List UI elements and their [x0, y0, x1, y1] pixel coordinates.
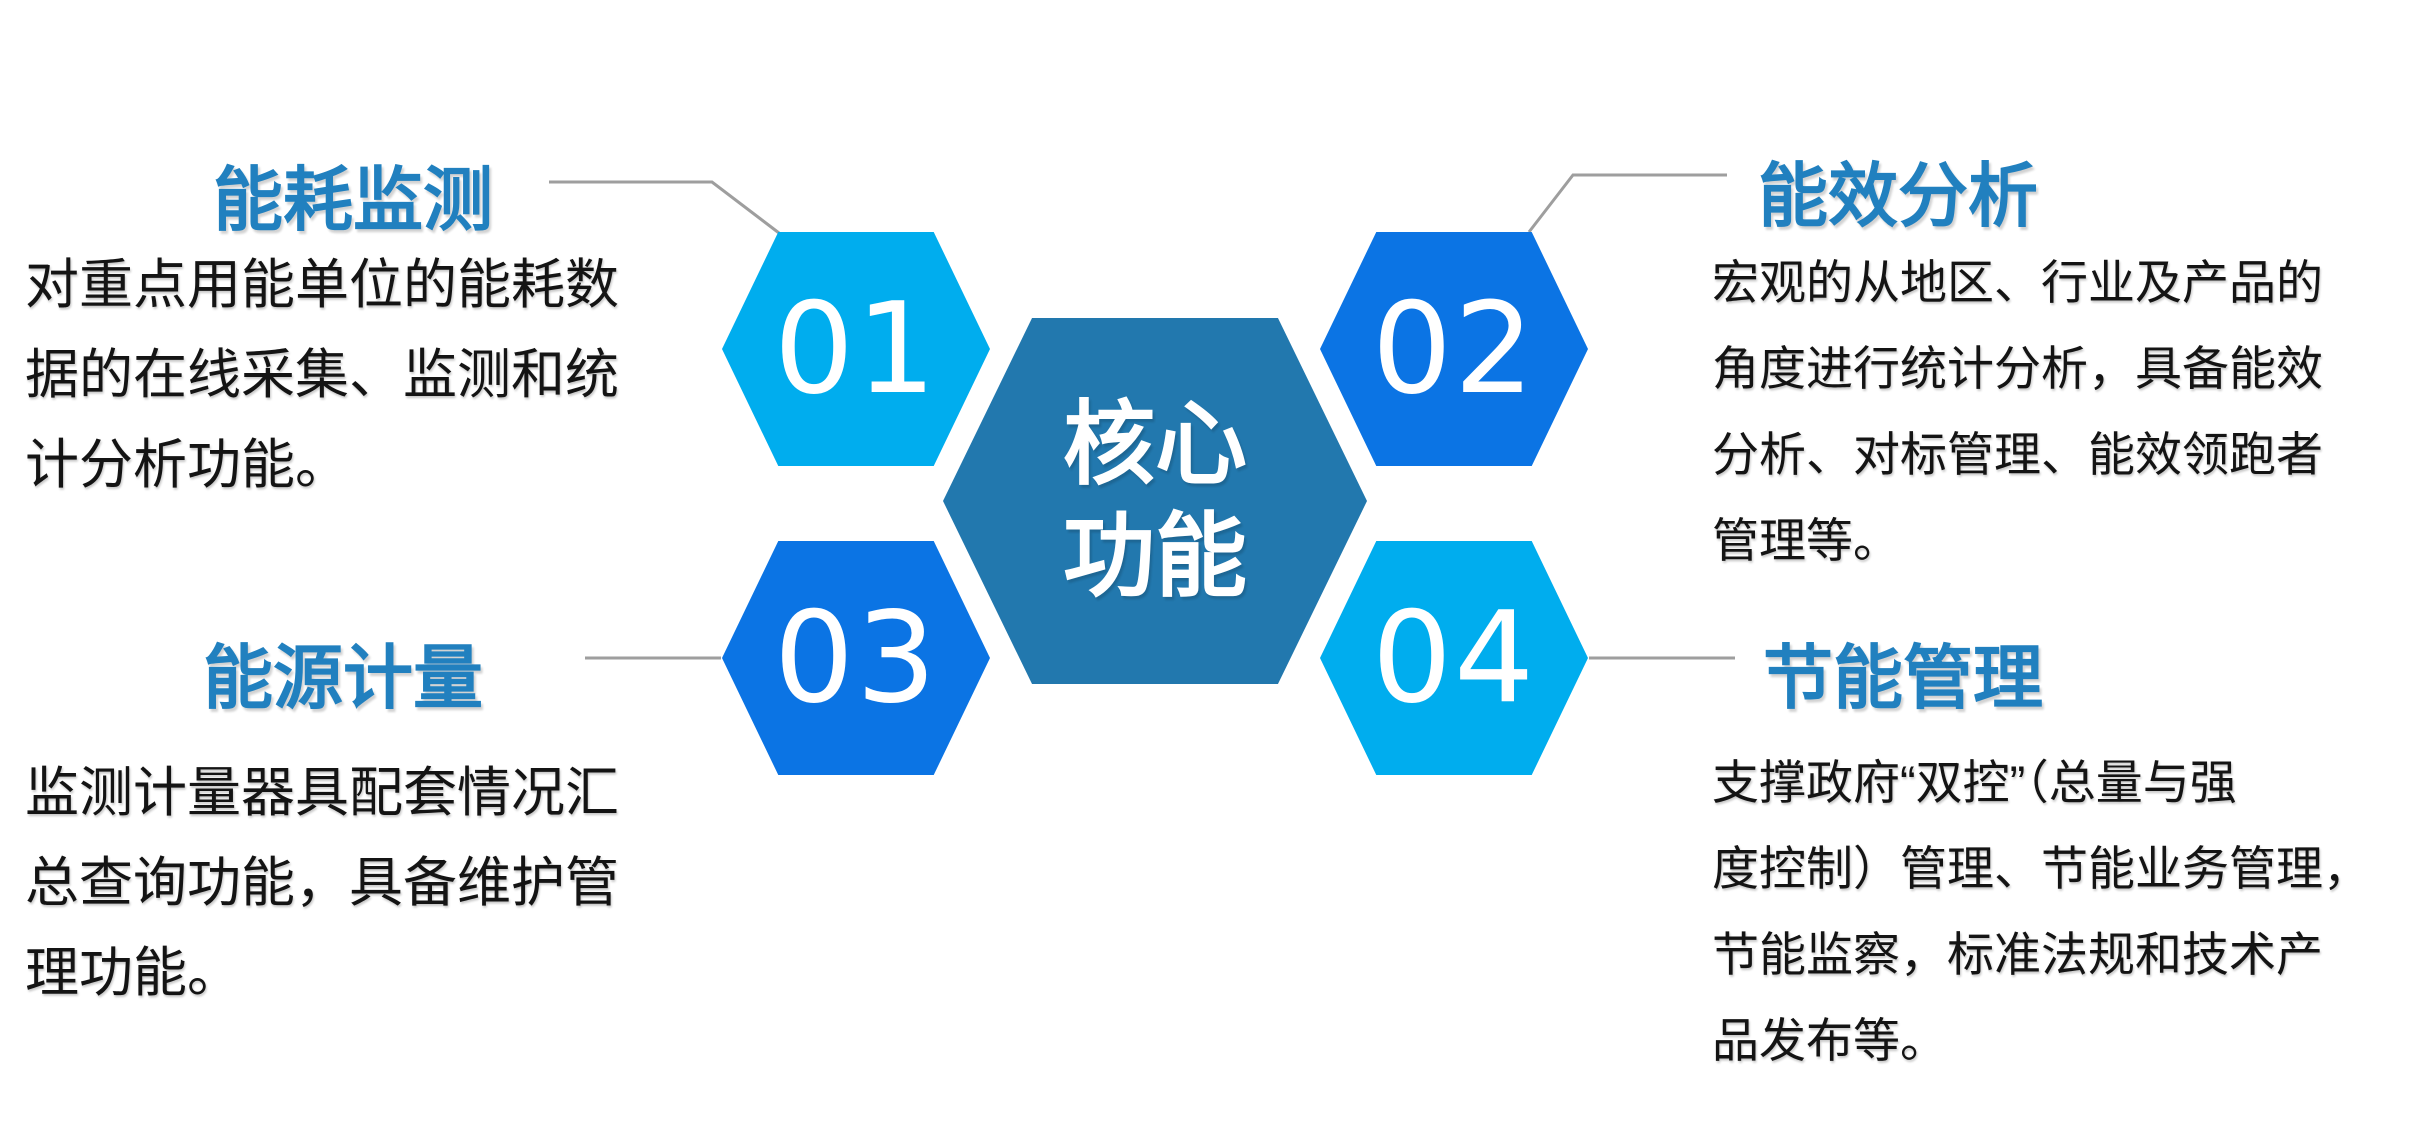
desc-line: 度控制）管理、节能业务管理， — [1712, 842, 2370, 895]
hexagon-03-number: 03 — [773, 584, 939, 731]
hexagon-03: 03 — [722, 541, 990, 775]
core-label-line1: 核心 — [1062, 393, 1247, 496]
section-desc-energy-monitoring: 对重点用能单位的能耗数 据的在线采集、监测和统 计分析功能。 — [25, 240, 619, 510]
hexagon-02: 02 — [1320, 232, 1588, 466]
hexagon-04-number: 04 — [1371, 584, 1537, 731]
desc-line: 计分析功能。 — [25, 435, 349, 495]
core-label-line2: 功能 — [1062, 506, 1247, 608]
desc-line: 监测计量器具配套情况汇 — [25, 763, 619, 823]
desc-line: 支撑政府“双控”（总量与强 — [1712, 756, 2237, 809]
connector-top-left — [549, 180, 780, 235]
hexagon-01: 01 — [722, 232, 990, 466]
desc-line: 宏观的从地区、行业及产品的 — [1712, 256, 2323, 309]
desc-line: 节能监察，标准法规和技术产 — [1712, 928, 2323, 981]
section-desc-energy-metering: 监测计量器具配套情况汇 总查询功能，具备维护管 理功能。 — [25, 748, 619, 1018]
section-desc-efficiency-analysis: 宏观的从地区、行业及产品的 角度进行统计分析，具备能效 分析、对标管理、能效领跑… — [1712, 240, 2323, 584]
desc-line: 分析、对标管理、能效领跑者 — [1712, 428, 2323, 481]
section-title-efficiency-analysis: 能效分析 — [1758, 157, 2038, 235]
desc-line: 角度进行统计分析，具备能效 — [1712, 342, 2323, 395]
desc-line: 理功能。 — [25, 943, 241, 1003]
desc-line: 品发布等。 — [1712, 1014, 1947, 1067]
hexagon-01-number: 01 — [773, 275, 939, 422]
desc-line: 对重点用能单位的能耗数 — [25, 255, 619, 315]
hexagon-02-number: 02 — [1371, 275, 1537, 422]
section-title-energy-monitoring: 能耗监测 — [213, 161, 493, 239]
desc-line: 管理等。 — [1712, 514, 1900, 567]
desc-line: 据的在线采集、监测和统 — [25, 345, 619, 405]
hexagon-core-functions: 核心 功能 — [943, 318, 1367, 684]
section-title-energy-saving-management: 节能管理 — [1763, 639, 2043, 717]
section-title-energy-metering: 能源计量 — [203, 639, 483, 717]
hexagon-04: 04 — [1320, 541, 1588, 775]
section-desc-energy-saving-management: 支撑政府“双控”（总量与强 度控制）管理、节能业务管理， 节能监察，标准法规和技… — [1712, 740, 2370, 1084]
desc-line: 总查询功能，具备维护管 — [25, 853, 619, 913]
connector-top-right — [1527, 173, 1727, 233]
